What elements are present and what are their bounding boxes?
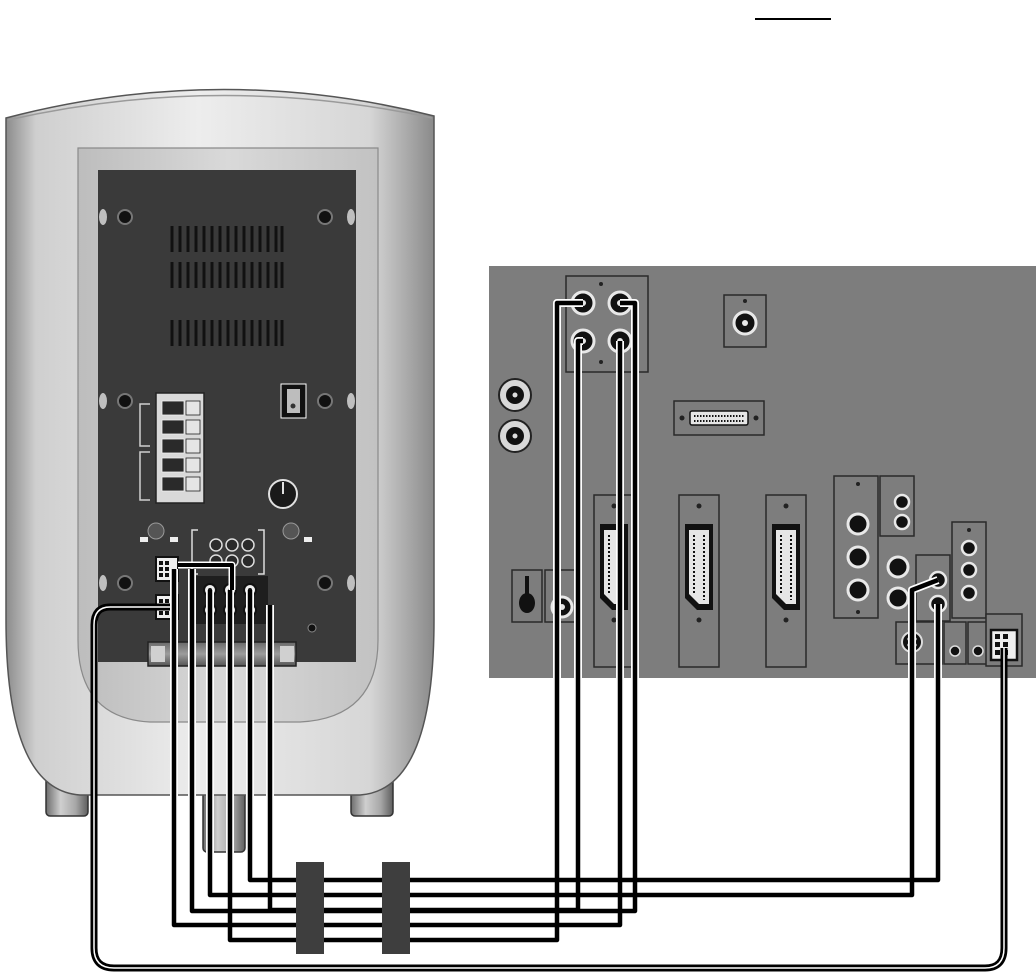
tv-coax-jack xyxy=(512,570,579,622)
indicator-left xyxy=(148,523,164,539)
tv-rear-panel xyxy=(489,266,1036,678)
indicator-right xyxy=(283,523,299,539)
cable-sleeve-left xyxy=(296,862,324,954)
cable-sleeve-right xyxy=(382,862,410,954)
subwoofer xyxy=(6,89,434,852)
volume-knob xyxy=(269,480,297,508)
power-switch xyxy=(281,384,306,418)
sub-output-socket xyxy=(724,295,766,347)
ground-screw xyxy=(308,624,316,632)
expansion-connector xyxy=(674,401,764,435)
scart-sockets xyxy=(594,495,806,667)
